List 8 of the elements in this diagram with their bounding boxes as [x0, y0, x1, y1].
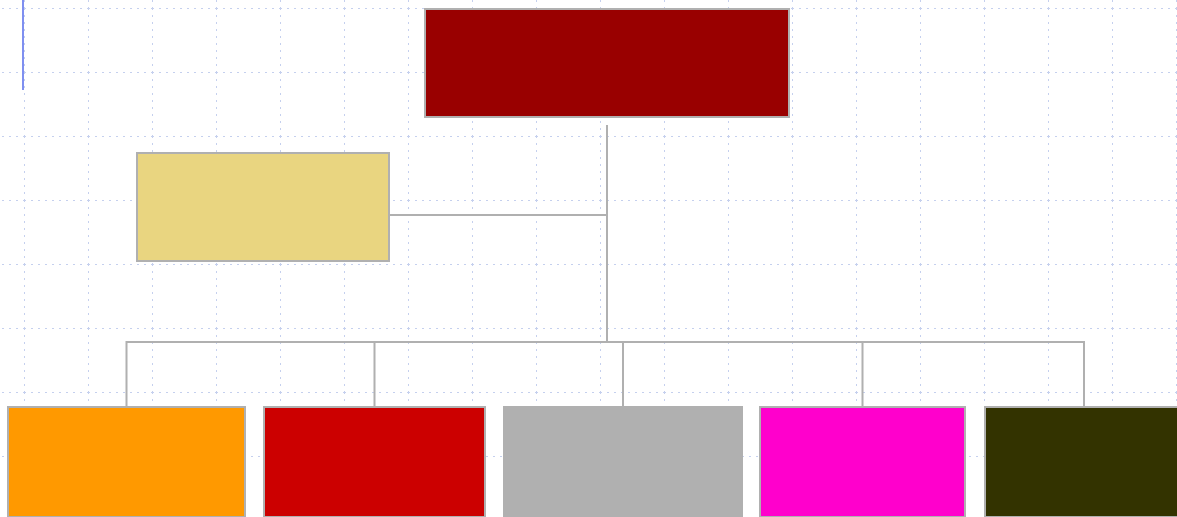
org-box — [759, 406, 966, 517]
org-box — [984, 406, 1177, 517]
connector-line — [606, 124, 1085, 407]
org-box — [7, 406, 246, 517]
org-box — [503, 406, 743, 517]
org-box — [424, 8, 790, 118]
org-box — [263, 406, 486, 517]
org-box — [136, 152, 390, 262]
